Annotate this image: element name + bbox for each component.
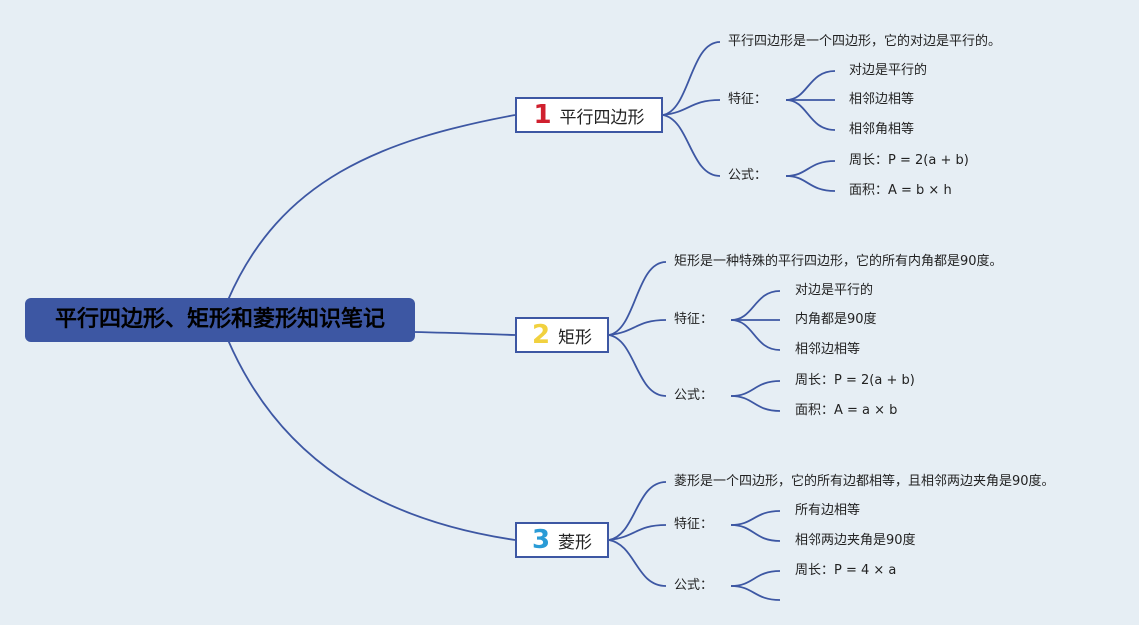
branch-number-2: 2 — [531, 320, 551, 350]
branch-node-rectangle[interactable]: 2 矩形 — [515, 317, 609, 353]
branch-node-rhombus[interactable]: 3 菱形 — [515, 522, 609, 558]
feature-item: 相邻角相等 — [849, 122, 915, 137]
formula-label: 公式： — [674, 578, 714, 593]
feature-item: 对边是平行的 — [849, 63, 928, 78]
link-b1-def — [662, 41, 721, 116]
link-b3-p2 — [730, 585, 781, 601]
root-node[interactable]: 平行四边形、矩形和菱形知识笔记 — [25, 298, 415, 342]
features-label: 特征： — [728, 92, 768, 107]
link-b2-p1 — [730, 380, 781, 397]
formula-item: 周长：P = 4 × a — [795, 563, 897, 578]
features-label: 特征： — [674, 312, 714, 327]
link-b2-form — [608, 334, 667, 397]
link-b1-f1 — [785, 70, 836, 101]
formula-item: 面积：A = a × b — [795, 403, 898, 418]
branch-number-1: 1 — [533, 100, 552, 130]
formula-item: 面积：A = b × h — [849, 183, 952, 198]
link-b3-feat — [608, 524, 667, 541]
feature-item: 相邻边相等 — [795, 342, 861, 357]
definition-text: 矩形是一种特殊的平行四边形，它的所有内角都是90度。 — [674, 254, 1003, 269]
formula-label: 公式： — [728, 168, 768, 183]
branch-number-3: 3 — [531, 525, 551, 555]
feature-item: 所有边相等 — [795, 503, 861, 518]
link-b1-p2 — [785, 175, 836, 192]
link-b3-def — [608, 481, 667, 541]
root-title: 平行四边形、矩形和菱形知识笔记 — [54, 307, 385, 332]
link-b3-f1 — [730, 510, 781, 526]
formula-item: 周长：P = 2(a + b) — [795, 373, 915, 388]
link-b1-feat — [662, 99, 721, 116]
formula-item: 周长：P = 2(a + b) — [849, 153, 969, 168]
link-b2-feat — [608, 319, 667, 336]
formula-label: 公式： — [674, 388, 714, 403]
link-b2-p2 — [730, 395, 781, 412]
definition-text: 菱形是一个四边形，它的所有边都相等，且相邻两边夹角是90度。 — [674, 474, 1055, 489]
link-b3-form — [608, 539, 667, 587]
link-root-b1 — [227, 114, 516, 301]
branch-title: 菱形 — [558, 532, 593, 553]
link-root-b3 — [227, 339, 516, 541]
feature-item: 相邻边相等 — [849, 92, 915, 107]
link-b3-p1 — [730, 570, 781, 587]
link-b2-f3 — [730, 319, 781, 351]
feature-item: 对边是平行的 — [795, 283, 874, 298]
link-b1-f3 — [785, 99, 836, 131]
link-b1-form — [662, 114, 721, 177]
features-label: 特征： — [674, 517, 714, 532]
branch-title: 平行四边形 — [559, 107, 645, 128]
link-b2-f1 — [730, 290, 781, 321]
link-b2-def — [608, 261, 667, 336]
feature-item: 内角都是90度 — [795, 312, 877, 327]
branch-node-parallelogram[interactable]: 1 平行四边形 — [515, 97, 663, 133]
definition-text: 平行四边形是一个四边形，它的对边是平行的。 — [728, 34, 1002, 49]
link-b1-p1 — [785, 160, 836, 177]
feature-item: 相邻两边夹角是90度 — [795, 533, 916, 548]
link-root-b2 — [413, 331, 516, 336]
branch-title: 矩形 — [558, 327, 593, 348]
link-b3-f2 — [730, 524, 781, 542]
